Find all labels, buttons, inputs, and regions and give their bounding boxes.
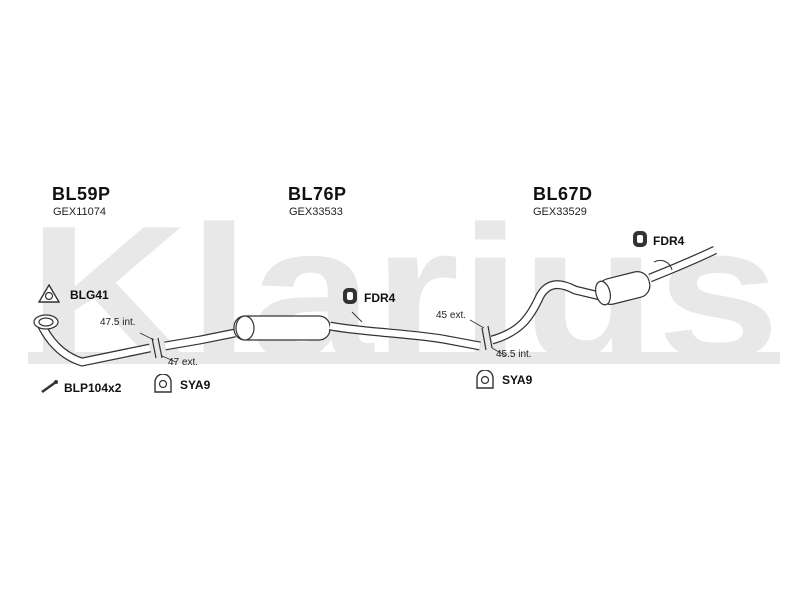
part-code-centre: BL76P	[288, 184, 347, 204]
part-code-rear: BL67D	[533, 184, 593, 204]
clamp-icon-right	[476, 370, 494, 389]
dim-joint1-ext: 47 ext.	[168, 357, 199, 368]
gasket-label: BLG41	[70, 288, 109, 302]
joint-2	[469, 319, 507, 357]
part-code-front: BL59P	[52, 184, 111, 204]
hanger-label-mid: FDR4	[364, 291, 396, 305]
hanger-icon-right	[633, 231, 647, 247]
part-ref-centre: GEX33533	[289, 206, 343, 218]
part-ref-rear: GEX33529	[533, 206, 587, 218]
dim-joint2-ext: 45 ext.	[436, 310, 467, 321]
part-ref-front: GEX11074	[53, 206, 107, 218]
hanger-icon-mid	[343, 288, 357, 304]
bolt-icon	[41, 380, 58, 394]
watermark-underline	[28, 352, 780, 364]
dim-joint1-int: 47.5 int.	[100, 317, 136, 328]
front-pipe	[33, 314, 151, 367]
rear-section	[490, 245, 717, 345]
dim-joint2-int: 45.5 int.	[496, 349, 532, 360]
clamp-label-left: SYA9	[180, 378, 211, 392]
bolt-label: BLP104x2	[64, 381, 122, 395]
centre-section	[164, 311, 481, 351]
joint-1	[139, 332, 177, 363]
clamp-label-right: SYA9	[502, 373, 533, 387]
gasket-icon	[38, 284, 60, 303]
hanger-label-right: FDR4	[653, 234, 685, 248]
clamp-icon-left	[154, 374, 172, 393]
